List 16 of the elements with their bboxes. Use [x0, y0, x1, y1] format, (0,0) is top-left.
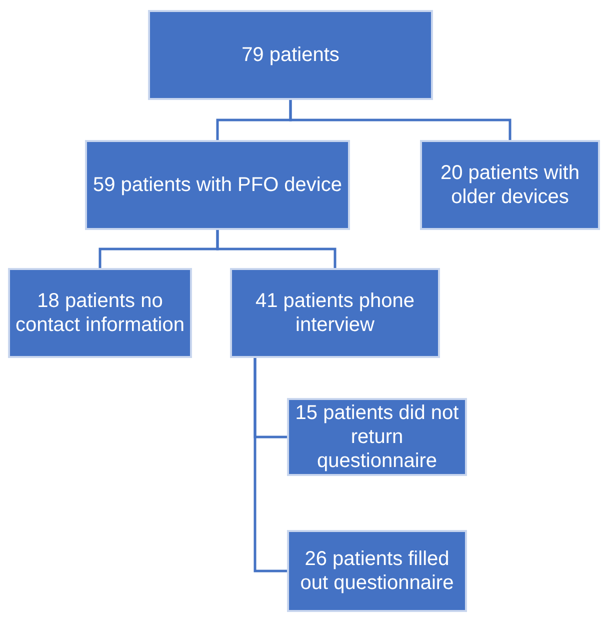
process-box [85, 140, 350, 230]
process-box [230, 268, 440, 358]
process-box [420, 140, 600, 230]
box-text: 18 patients no contact information [14, 289, 186, 337]
box-text: 20 patients with older devices [440, 161, 580, 209]
process-box [8, 268, 192, 358]
process-box [287, 530, 467, 612]
box-text: 26 patients filled out questionnaire [299, 547, 455, 595]
connector-line [254, 358, 287, 572]
box-text: 15 patients did not return questionnaire [294, 401, 460, 473]
box-text: 79 patients [242, 43, 340, 67]
box-text: 59 patients with PFO device [92, 173, 342, 197]
connector-line [289, 100, 512, 140]
process-box [148, 10, 433, 100]
connector-line [216, 230, 336, 268]
box-text: 41 patients phone interview [254, 289, 416, 337]
